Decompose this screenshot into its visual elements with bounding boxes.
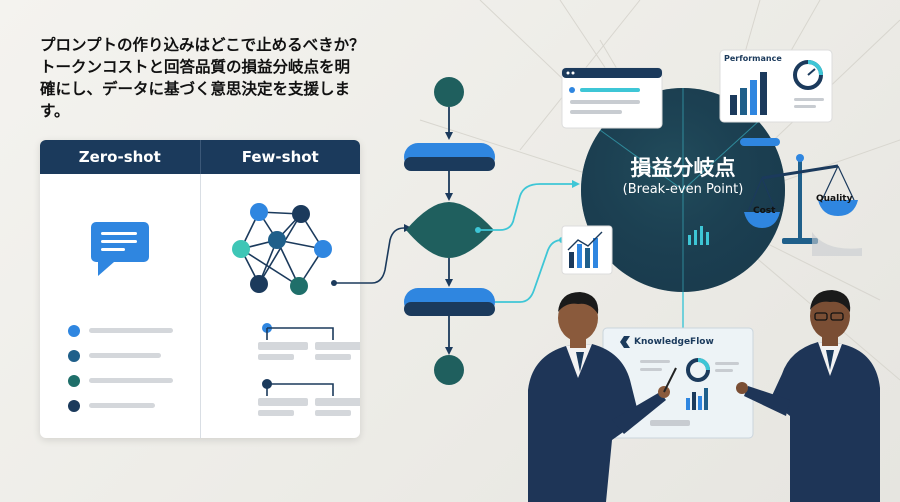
headline-line-1: プロンプトの作り込みはどこで止めるべきか？	[40, 36, 365, 54]
flow-decision	[406, 202, 494, 258]
knowledgeflow-logo-icon	[620, 336, 630, 348]
businessman-right	[736, 290, 880, 502]
few-shot-examples	[258, 323, 360, 416]
break-even-subtitle: (Break-even Point)	[622, 182, 744, 197]
businessman-left	[528, 292, 677, 502]
comparison-panel: Zero-shot Few-shot	[40, 140, 360, 438]
scale-quality-label: Quality	[816, 194, 853, 204]
headline-line-4: す。	[40, 102, 70, 120]
tablet-brand: KnowledgeFlow	[634, 337, 714, 347]
zero-shot-header: Zero-shot	[78, 148, 161, 166]
balance-scale	[744, 154, 862, 256]
flow-end-node	[434, 355, 464, 385]
flow-start-node	[434, 77, 464, 107]
panel-header: Zero-shot Few-shot	[40, 140, 360, 174]
headline: プロンプトの作り込みはどこで止めるべきか？ トークンコストと回答品質の損益分岐点…	[40, 34, 410, 122]
zero-shot-list	[68, 325, 173, 412]
status-chip	[740, 138, 780, 146]
performance-title: Performance	[724, 54, 782, 63]
zero-shot-illustration	[68, 222, 173, 412]
chat-bubble-icon	[91, 222, 149, 276]
few-shot-header: Few-shot	[199, 140, 361, 174]
circle-bar-icon	[688, 226, 709, 245]
performance-card	[719, 49, 833, 123]
scale-cost-label: Cost	[753, 206, 776, 216]
flowchart	[404, 77, 495, 385]
flow-to-break-even-connectors	[475, 180, 580, 303]
panel-divider	[200, 174, 201, 438]
list-card	[561, 67, 663, 129]
few-shot-illustration	[232, 203, 360, 416]
break-even-title: 損益分岐点	[630, 156, 736, 180]
panel-to-flow-connector	[331, 224, 412, 286]
break-even-circle	[581, 88, 785, 292]
network-icon	[232, 203, 332, 295]
headline-line-3: 確にし、データに基づく意思決定を支援しま	[40, 80, 351, 98]
headline-line-2: トークンコストと回答品質の損益分岐点を明	[40, 58, 351, 76]
bar-chart-card	[561, 225, 613, 275]
